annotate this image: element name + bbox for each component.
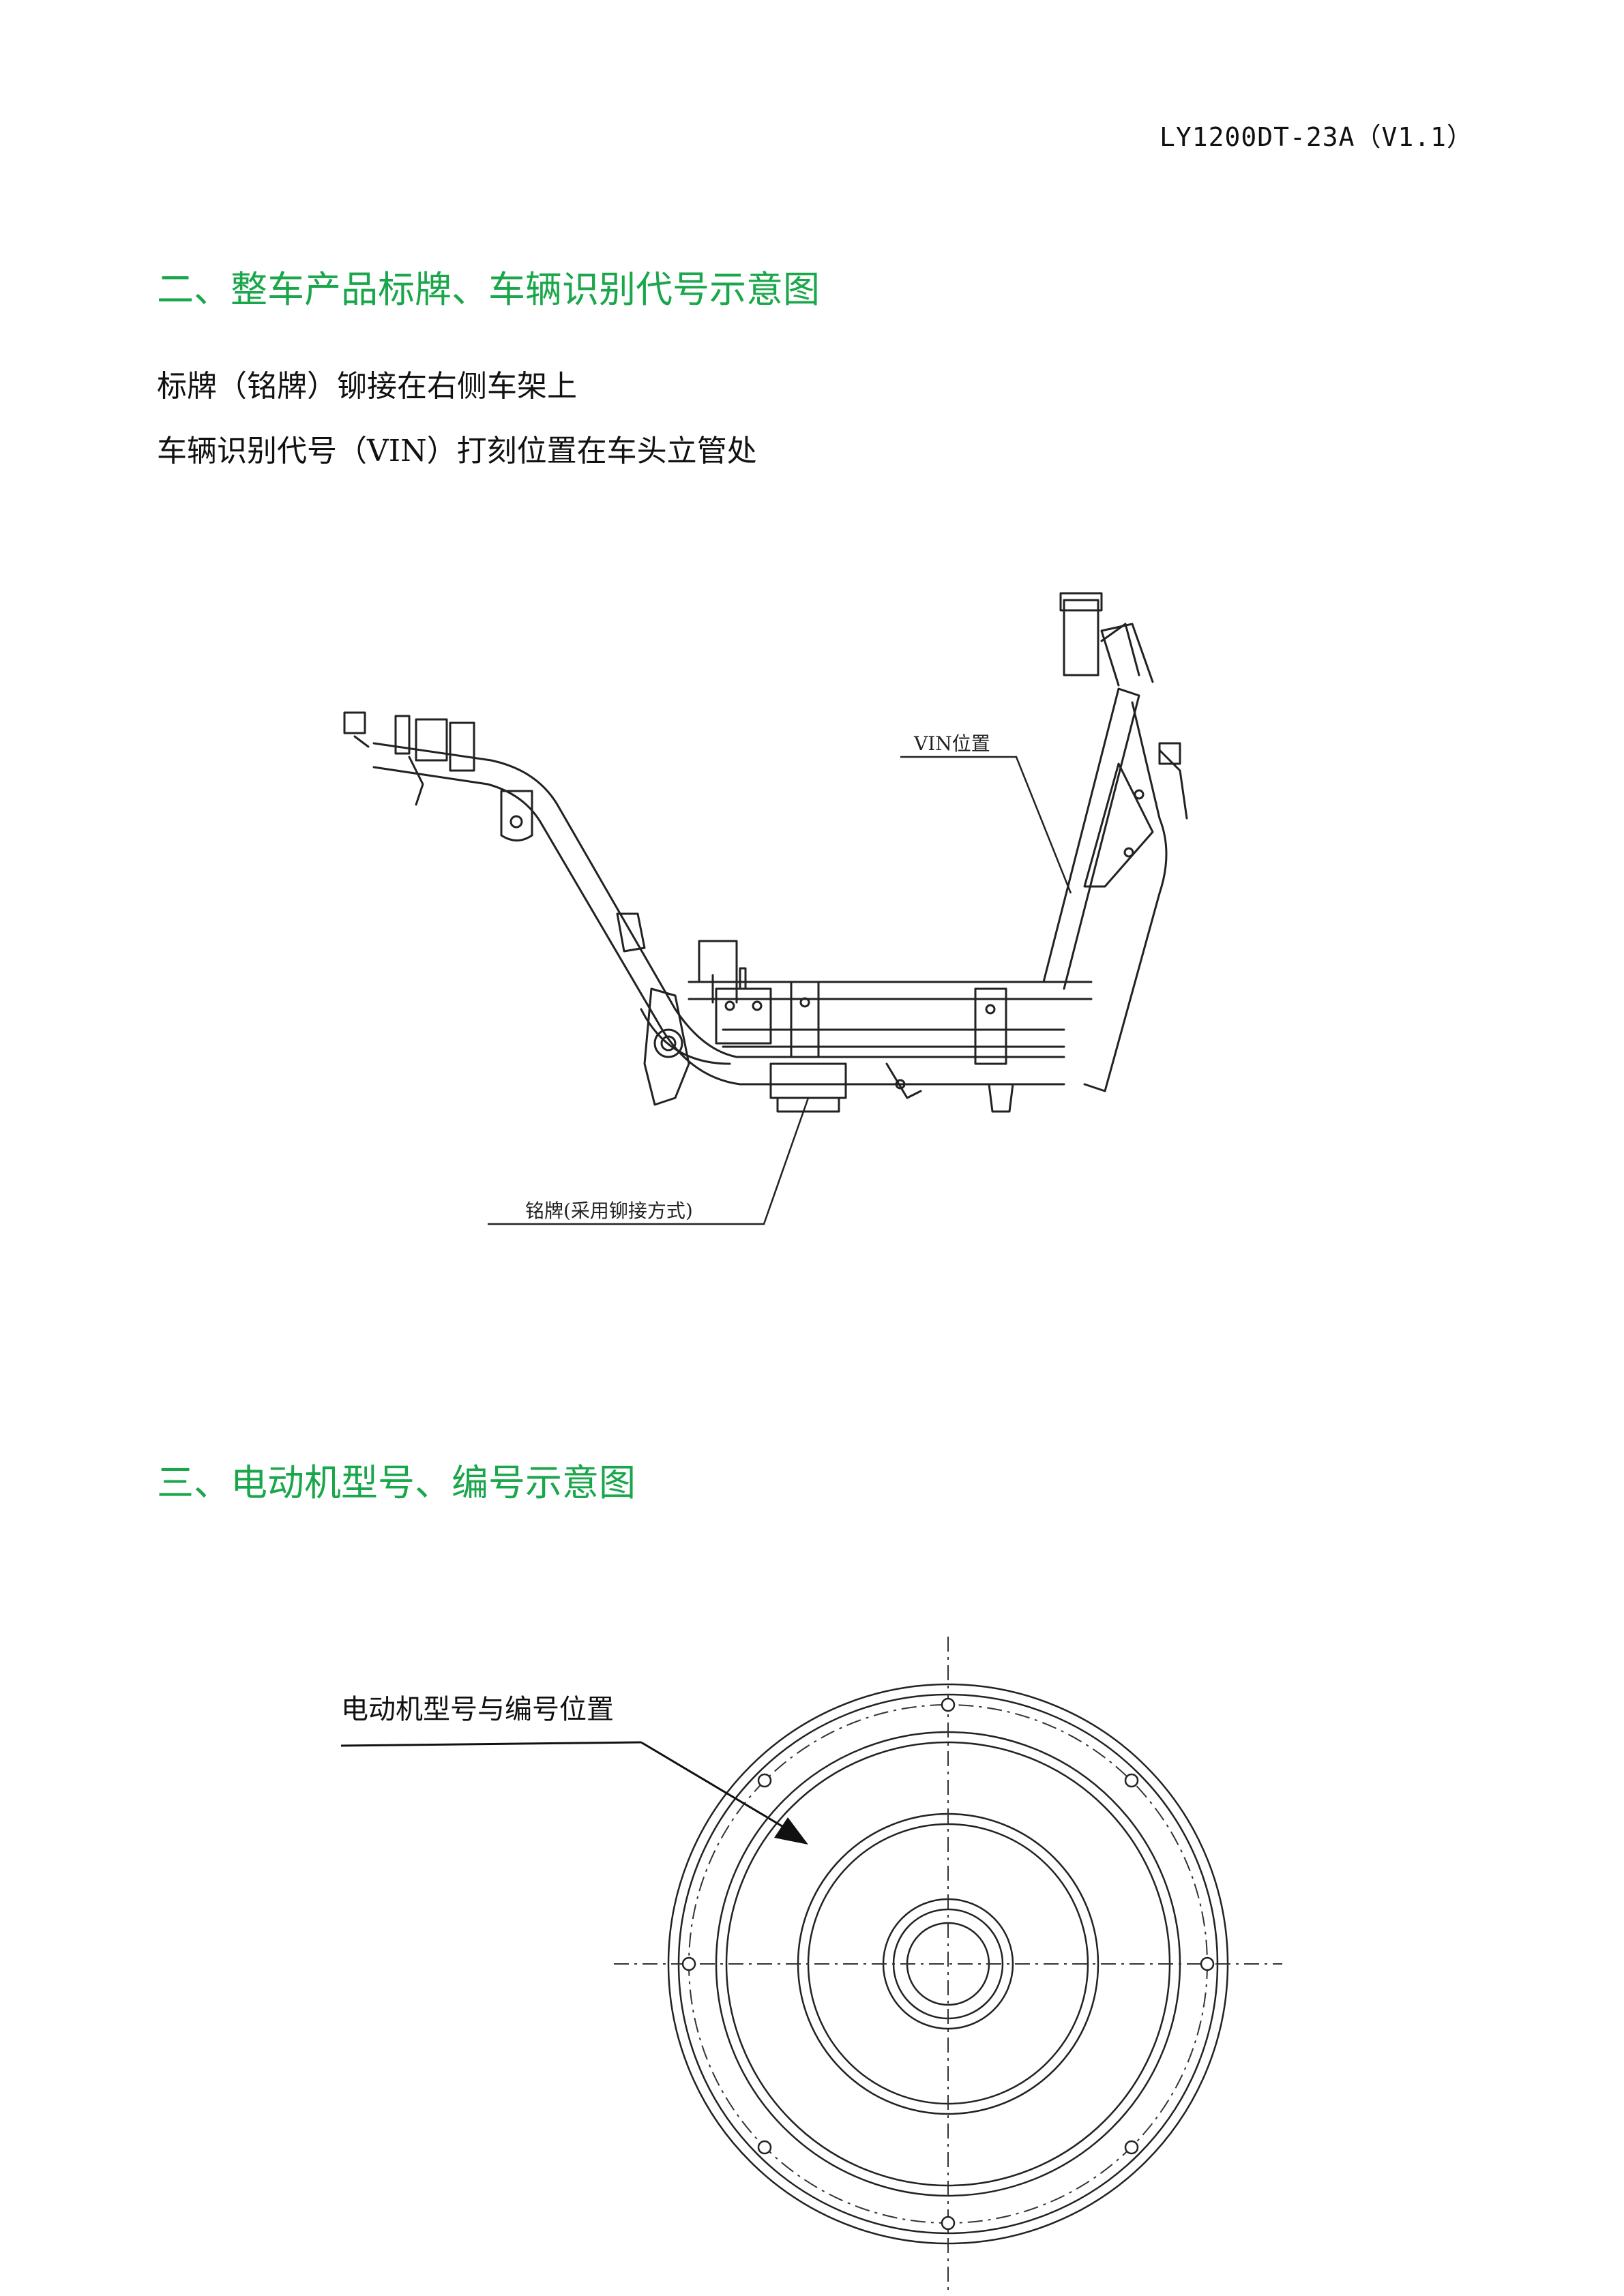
vin-position-label: VIN位置	[913, 732, 990, 755]
vin-description: 车辆识别代号（VIN）打刻位置在车头立管处	[157, 434, 757, 468]
motor-number-position-label: 电动机型号与编号位置	[341, 1694, 614, 1725]
document-code: LY1200DT-23A（V1.1）	[1160, 122, 1474, 152]
nameplate-position-label: 铭牌(采用铆接方式)	[525, 1199, 693, 1222]
nameplate-description: 标牌（铭牌）铆接在右侧车架上	[157, 369, 577, 404]
section-3-title: 三、电动机型号、编号示意图	[157, 1461, 636, 1504]
section-2-title: 二、整车产品标牌、车辆识别代号示意图	[157, 268, 820, 311]
